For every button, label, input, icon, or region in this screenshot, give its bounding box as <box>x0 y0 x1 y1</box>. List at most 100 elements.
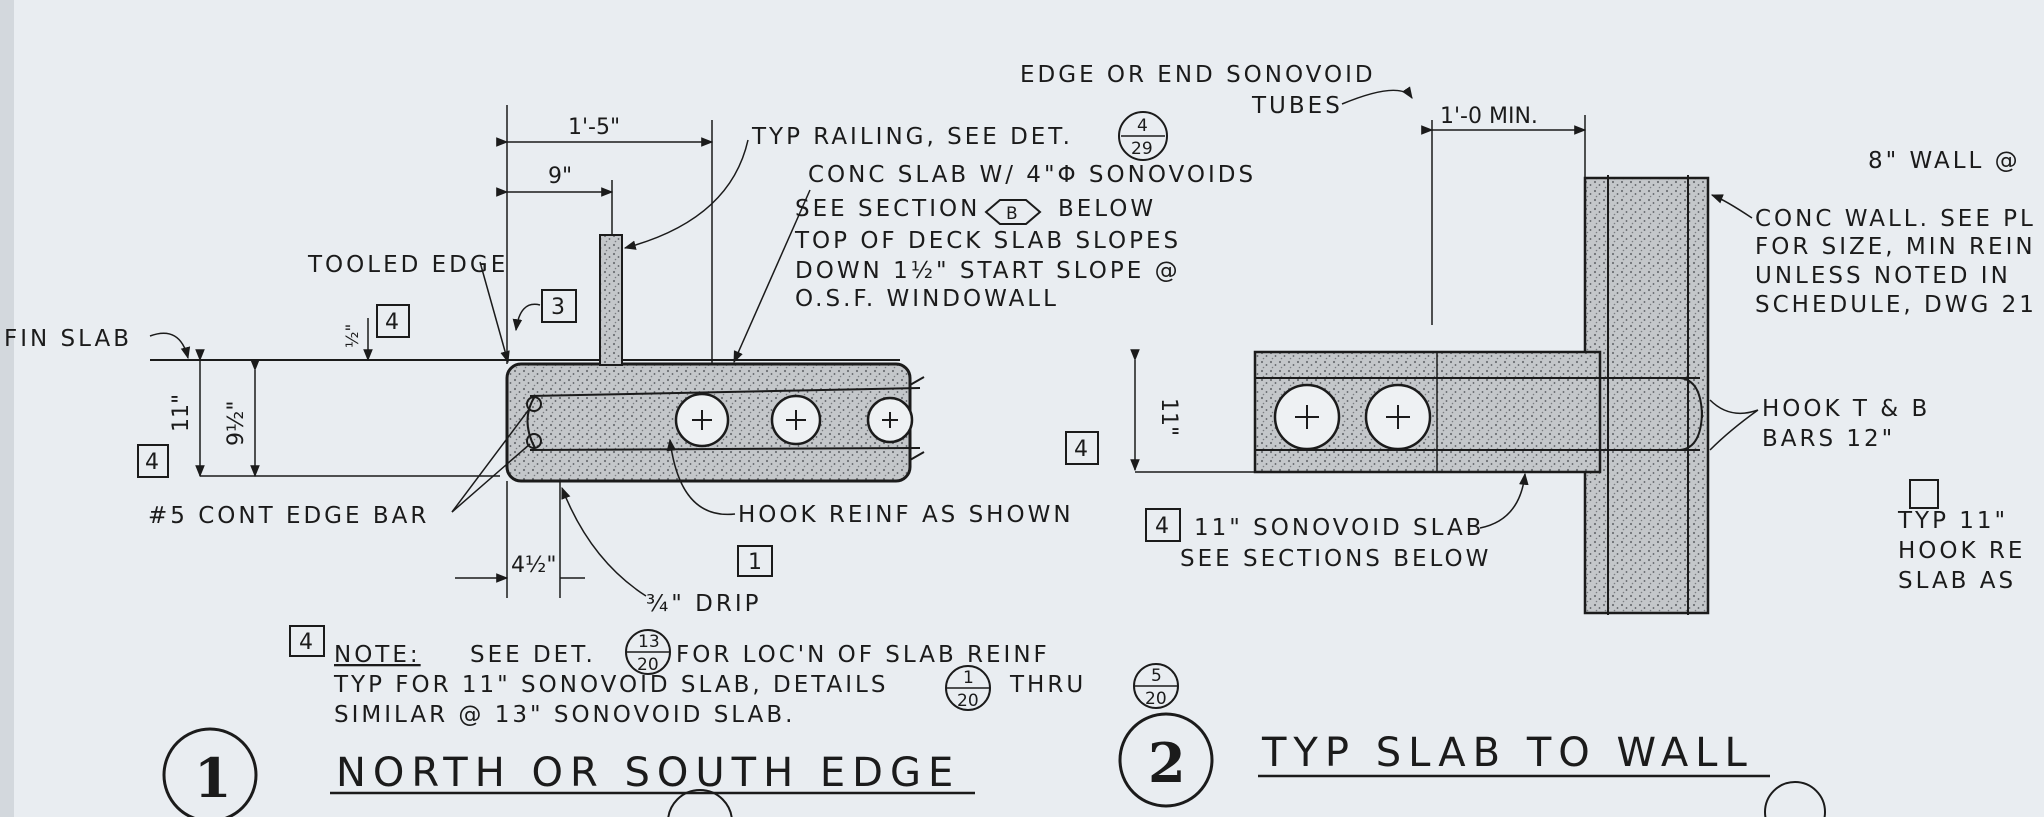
railing-ref-bottom: 29 <box>1131 139 1153 159</box>
dim-9half-label: 9½" <box>224 401 249 446</box>
sonovoid-3 <box>866 396 914 444</box>
note-ref-5: 5 <box>1151 666 1162 686</box>
tooled-edge-leader <box>479 261 510 364</box>
break-line-1 <box>909 376 925 461</box>
hook-bars-leader <box>1709 399 1759 451</box>
sonovoid-2 <box>770 394 822 446</box>
detail-2-title: TYP SLAB TO WALL <box>1261 730 1754 776</box>
note-line-3: SIMILAR @ 13" SONOVOID SLAB. <box>334 702 795 728</box>
tag-4a-box <box>376 304 410 338</box>
detail-2-number: 2 <box>1148 731 1186 795</box>
deck-slope-line-2: DOWN 1½" START SLOPE @ <box>795 258 1181 284</box>
bottom-reinf-bar <box>529 447 921 451</box>
tag-3-leader <box>512 303 541 332</box>
railing-post <box>599 234 623 366</box>
note-ref-5-bottom: 20 <box>1145 689 1167 709</box>
drip-leader <box>561 486 647 597</box>
note-line-1: FOR LOC'N OF SLAB REINF <box>676 642 1050 668</box>
section-b-hexagon <box>984 199 1042 225</box>
paper-shadow-left <box>0 0 14 817</box>
edge-hook-bar <box>526 395 536 449</box>
detail-2: 11" 4 1'-0 MIN. EDGE OR END SONOVOID TUB… <box>1020 62 2037 615</box>
edge-bar-bottom <box>526 433 542 449</box>
tag2-4c: 4 <box>1074 437 1088 462</box>
tag-4b: 4 <box>145 450 159 475</box>
tag2-4-box <box>1145 508 1181 542</box>
tag2-typ-box <box>1909 479 1939 509</box>
conc-wall-line-4: SCHEDULE, DWG 21 <box>1755 292 2037 318</box>
note-ref-5-20 <box>1133 663 1179 709</box>
sonovoid-1 <box>674 392 730 448</box>
edge-bar-leader-1 <box>451 407 531 513</box>
edge-bar-leader-2 <box>451 443 531 513</box>
conc-wall-line-1: CONC WALL. SEE PL <box>1755 206 2036 232</box>
edge-tubes-line-1: EDGE OR END SONOVOID <box>1020 62 1376 88</box>
section-b-label: B <box>1006 204 1018 224</box>
hook-reinf-leader <box>666 438 736 516</box>
detail-2-sheet-ref <box>1764 781 1826 817</box>
detail-1-title: NORTH OR SOUTH EDGE <box>336 750 960 796</box>
detail-1-sheet-ref <box>667 789 733 817</box>
dim-half-label: ½" <box>343 324 363 348</box>
conc-wall-line-2: FOR SIZE, MIN REIN <box>1755 234 2036 260</box>
edge-tubes-leader <box>1341 86 1413 105</box>
edge-bar-top <box>526 396 542 412</box>
typ-railing-leader <box>623 139 749 250</box>
note-tag-box <box>289 625 325 657</box>
deck-slope-line-3: O.S.F. WINDOWALL <box>795 286 1059 312</box>
note-line-2: TYP FOR 11" SONOVOID SLAB, DETAILS <box>333 672 888 698</box>
typ-railing-label: TYP RAILING, SEE DET. <box>751 124 1073 150</box>
tag-3: 3 <box>551 295 565 320</box>
dim-9-label: 9" <box>548 164 572 189</box>
tag2-4: 4 <box>1155 514 1169 539</box>
note-ref-13: 13 <box>638 632 660 652</box>
dim-overall-label: 1'-5" <box>568 115 620 140</box>
hook-bars-line-2: BARS 12" <box>1762 426 1895 452</box>
detail-2-title-block: 2 TYP SLAB TO WALL <box>1118 712 1826 817</box>
note-ref-1-20 <box>945 665 991 711</box>
sonovoid-slab-leader <box>1479 472 1529 529</box>
deck-slope-line-1: TOP OF DECK SLAB SLOPES <box>794 228 1181 254</box>
tag-4a: 4 <box>385 310 399 335</box>
fin-slab-leader <box>149 332 191 360</box>
conc-slab-label: CONC SLAB W/ 4"Φ SONOVOIDS <box>808 162 1256 188</box>
dim-11-label: 11" <box>169 394 194 432</box>
typ-hook-line-2: HOOK RE <box>1898 538 2025 564</box>
slab2-hook-bottom <box>1679 409 1703 451</box>
drip-label: ¾" DRIP <box>646 591 762 617</box>
fin-slab-label: FIN SLAB <box>4 326 132 352</box>
railing-ref-circle <box>1118 111 1168 161</box>
tag-1-box <box>737 545 773 577</box>
note-ref-1-bottom: 20 <box>957 691 979 711</box>
detail-1-number: 1 <box>194 746 232 810</box>
conc-slab-leader <box>733 189 811 364</box>
hook-bars-line-1: HOOK T & B <box>1762 396 1930 422</box>
dim-4half-label: 4½" <box>511 553 556 578</box>
wall-section <box>1583 176 1710 615</box>
note-ref-20: 20 <box>637 655 659 675</box>
min-label: 1'-0 MIN. <box>1440 104 1538 129</box>
note-see-det: SEE DET. <box>470 642 596 668</box>
note-ref-13-20 <box>625 629 671 675</box>
note-thru: THRU <box>1009 672 1086 698</box>
hook-reinf-label: HOOK REINF AS SHOWN <box>738 502 1074 528</box>
typ-hook-line-1: TYP 11" <box>1897 508 2008 534</box>
general-note: 4 NOTE: SEE DET. 13 20 FOR LOC'N OF SLAB… <box>289 625 1179 728</box>
detail-2-number-circle <box>1118 712 1214 808</box>
detail-1-title-block: 1 NORTH OR SOUTH EDGE <box>162 727 975 817</box>
edge-tubes-line-2: TUBES <box>1251 93 1343 119</box>
edge-bar-label: #5 CONT EDGE BAR <box>148 503 429 529</box>
note-ref-1: 1 <box>963 668 974 688</box>
tag2-4c-box <box>1065 431 1099 465</box>
see-section-label: SEE SECTION <box>795 196 980 222</box>
detail-1-number-circle <box>162 727 258 817</box>
conc-wall-leader <box>1710 194 1753 219</box>
sonovoid-slab-line-1: 11" SONOVOID SLAB <box>1194 515 1484 541</box>
sonovoid-5 <box>1364 383 1432 451</box>
dim2-11-label: 11" <box>1156 398 1181 436</box>
note-heading: NOTE: <box>334 642 421 668</box>
railing-ref-top: 4 <box>1137 116 1148 136</box>
sonovoid-4 <box>1273 383 1341 451</box>
wall-top-label: 8" WALL @ <box>1868 148 2021 174</box>
